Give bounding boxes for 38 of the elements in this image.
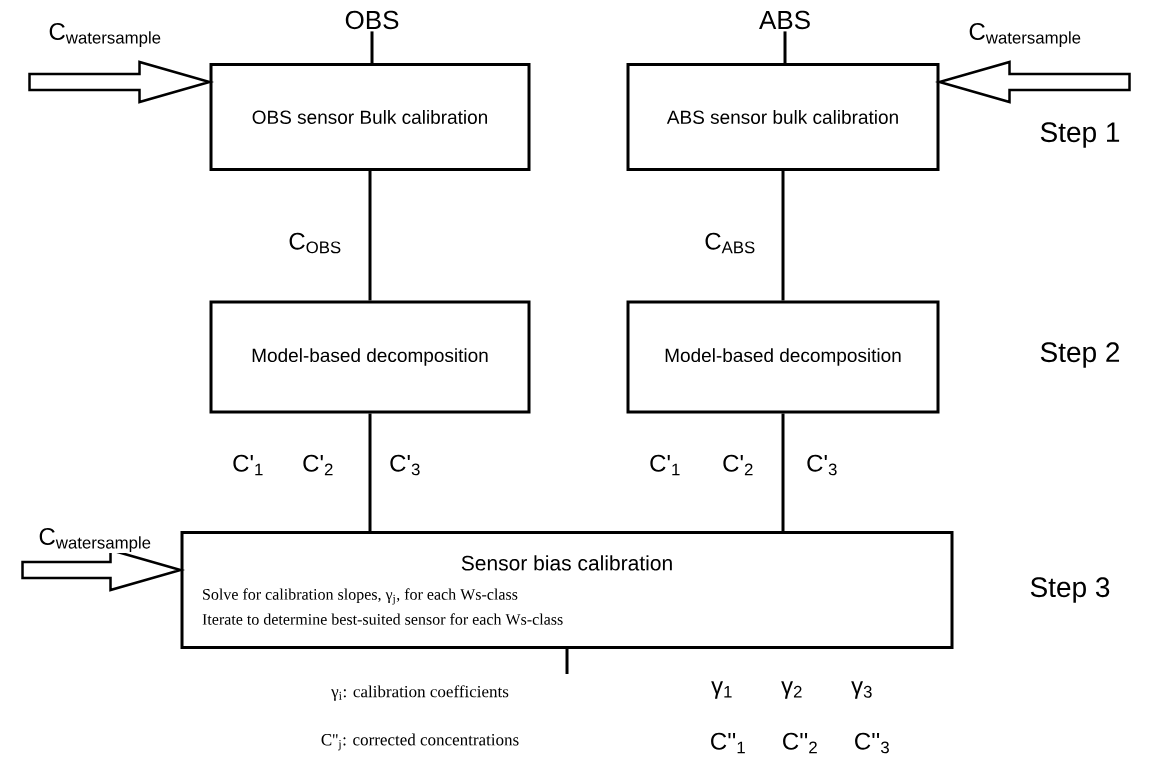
process-box: Model-based decomposition xyxy=(209,300,531,414)
connector-line xyxy=(783,31,787,63)
variable-label: C''$_{3}$ xyxy=(855,732,889,754)
connector-line xyxy=(368,171,372,301)
variable-label: C'$_{2}$ xyxy=(303,454,333,476)
variable-label: C''$_{1}$ xyxy=(711,732,745,754)
variable-label: C'$_{1}$ xyxy=(233,454,263,476)
block-arrow xyxy=(934,60,1131,104)
process-box: Model-based decomposition xyxy=(626,300,940,414)
connector-line xyxy=(368,413,372,531)
variable-label: C''$_{2}$ xyxy=(783,732,817,754)
process-box: Sensor bias calibration Solve for calibration slopes, γ$_{j}$, for each Ws-class Iterate to determine best-suited sensor for each Ws-class xyxy=(180,531,954,649)
variable-label: γ$_{3}$ xyxy=(851,681,872,699)
step-label: Step 2 xyxy=(1040,342,1120,368)
variable-label: C'$_{1}$ xyxy=(650,454,680,476)
connector-line xyxy=(781,413,785,531)
step-label: Step 3 xyxy=(1030,577,1110,603)
edge-label: C$_{ABS}$ xyxy=(703,231,757,255)
variable-label: C'$_{3}$ xyxy=(807,454,837,476)
legend-note: γ$_{i}$: calibration coefficients xyxy=(331,685,509,701)
block-arrow xyxy=(28,60,215,104)
variable-label: C'$_{3}$ xyxy=(390,454,420,476)
variable-label: γ$_{2}$ xyxy=(781,681,802,699)
step-label: Step 1 xyxy=(1040,122,1120,148)
variable-label: γ$_{1}$ xyxy=(711,681,732,699)
variable-label: C'$_{2}$ xyxy=(723,454,753,476)
connector-line xyxy=(370,31,374,63)
sensor-label: OBS xyxy=(345,10,399,30)
sensor-label: ABS xyxy=(759,10,810,30)
connector-line xyxy=(781,171,785,301)
edge-label: $\mathrm{C}_{\mathrm{watersample}}$ xyxy=(37,527,153,553)
edge-label: C$_{OBS}$ xyxy=(287,231,343,255)
edge-label: $\mathrm{C}_{\mathrm{watersample}}$ xyxy=(47,22,163,48)
legend-note: C''$_{j}$: corrected concentrations xyxy=(321,733,519,751)
process-box: ABS sensor bulk calibration xyxy=(626,63,940,171)
connector-line xyxy=(565,649,569,674)
edge-label: $\mathrm{C}_{\mathrm{watersample}}$ xyxy=(967,22,1083,48)
process-box: OBS sensor Bulk calibration xyxy=(209,63,531,171)
